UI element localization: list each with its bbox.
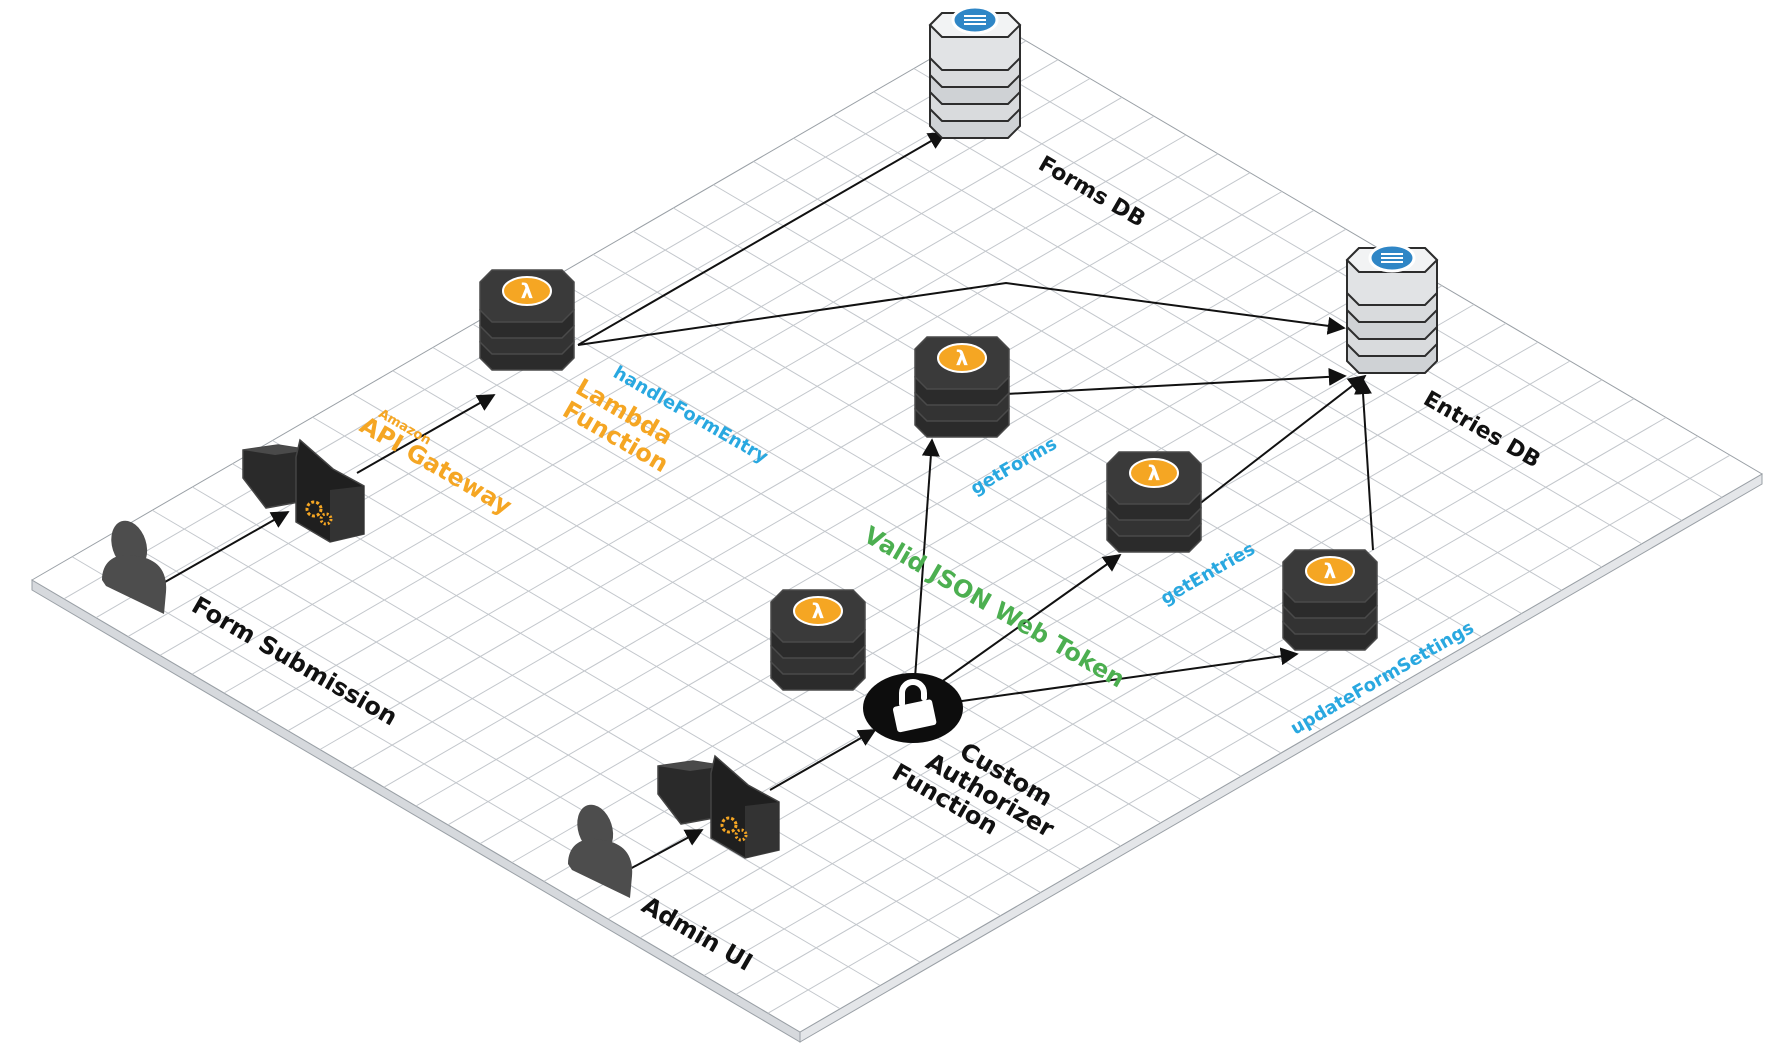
grid-line — [671, 398, 1635, 958]
database-icon — [928, 5, 1022, 139]
svg-text:λ: λ — [812, 599, 825, 623]
isometric-floor — [31, 21, 1763, 1043]
svg-text:λ: λ — [1148, 461, 1161, 485]
arrow-user-to-gateway — [164, 511, 290, 583]
authorizer-node — [863, 673, 963, 743]
lambda-main-node: λ — [479, 269, 575, 371]
arrow-lambda-to-forms-db — [577, 132, 947, 346]
lambda-icon: λ — [914, 336, 1010, 438]
lock-icon — [863, 673, 963, 743]
arrow-gateway-to-lambda — [356, 394, 496, 474]
arrow-update-to-entries-db — [1354, 376, 1374, 551]
lambda-update-node: λ — [1282, 549, 1378, 651]
arrow-lambda-to-entries-db — [577, 281, 1346, 346]
api-gateway-icon — [657, 754, 780, 859]
arrow-auth-to-update — [954, 647, 1299, 703]
grid-line — [953, 44, 1723, 498]
admin-user-node — [568, 804, 633, 898]
arrow-auth-to-getforms — [914, 438, 940, 679]
lambda-authorizer-node: λ — [770, 589, 866, 691]
arrow-getentries-to-entries-db — [1197, 374, 1367, 506]
arrow-admin-to-gateway — [627, 829, 704, 871]
arrow-getforms-to-entries-db — [1005, 367, 1347, 395]
database-icon — [1345, 243, 1439, 374]
api-gateway-node — [242, 438, 365, 543]
user-icon — [102, 520, 167, 614]
svg-text:λ: λ — [1324, 559, 1337, 583]
grid-line — [735, 435, 1699, 995]
form-user-node — [102, 520, 167, 614]
user-icon — [568, 804, 633, 898]
lambda-icon: λ — [479, 269, 575, 371]
api-gateway-icon — [242, 438, 365, 543]
lambda-getforms-node: λ — [914, 336, 1010, 438]
arrow-auth-to-getentries — [929, 553, 1122, 691]
lambda-icon: λ — [1106, 451, 1202, 553]
svg-text:λ: λ — [521, 279, 534, 303]
connections — [164, 132, 1374, 871]
arrow-gateway-to-auth — [769, 729, 877, 791]
svg-text:λ: λ — [956, 346, 969, 370]
grid-line — [873, 91, 1643, 545]
lambda-icon: λ — [770, 589, 866, 691]
grid-line — [767, 454, 1731, 1014]
lambda-getentries-node: λ — [1106, 451, 1202, 553]
admin-gateway-node — [657, 754, 780, 859]
lambda-icon: λ — [1282, 549, 1378, 651]
grid-line — [703, 417, 1667, 976]
grid-line — [913, 68, 1683, 521]
